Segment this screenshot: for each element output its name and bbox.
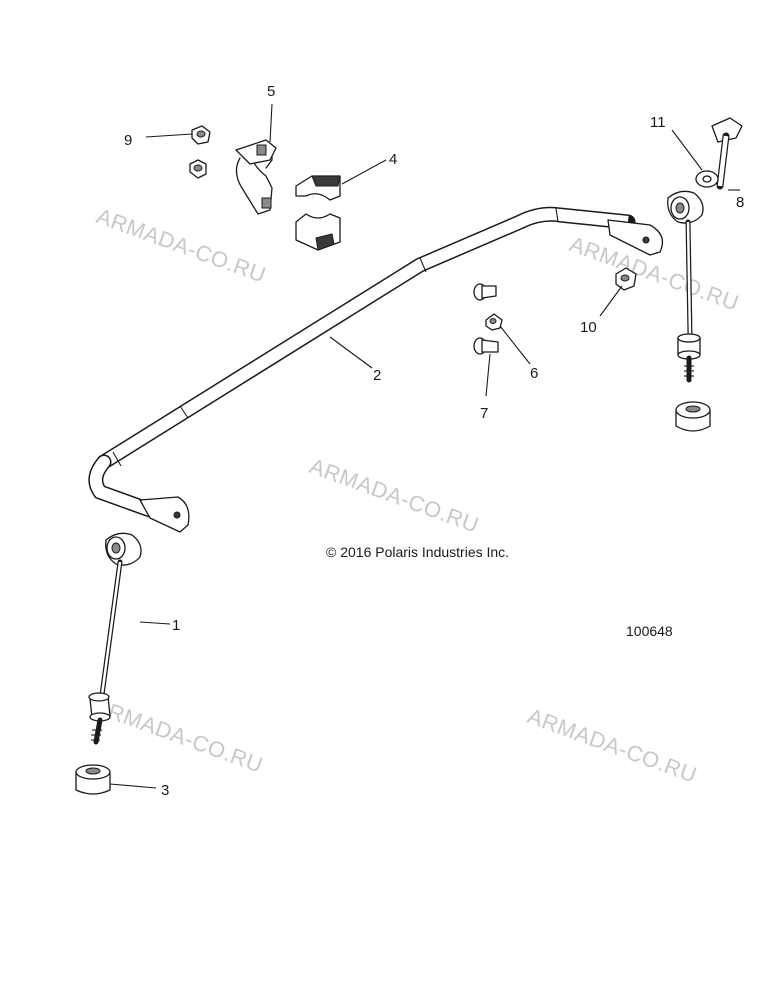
stabilizer-link-left bbox=[88, 532, 142, 745]
watermark: ARMADA-CO.RU bbox=[90, 693, 266, 777]
callout-11: 11 bbox=[650, 114, 666, 131]
figure-number: 100648 bbox=[626, 623, 673, 639]
stabilizer-bar bbox=[88, 206, 664, 533]
watermarks: ARMADA-CO.RU ARMADA-CO.RU ARMADA-CO.RU A… bbox=[90, 203, 742, 787]
callout-8: 8 bbox=[736, 194, 744, 211]
callout-1: 1 bbox=[172, 617, 180, 634]
callout-4: 4 bbox=[389, 151, 397, 168]
nut-9 bbox=[189, 125, 211, 179]
bar-bushing bbox=[295, 175, 341, 251]
watermark: ARMADA-CO.RU bbox=[93, 203, 269, 287]
callout-3: 3 bbox=[161, 782, 169, 799]
nut-6 bbox=[485, 313, 503, 331]
watermark: ARMADA-CO.RU bbox=[306, 453, 482, 537]
bushing-nut-right bbox=[675, 401, 711, 432]
leader-lines bbox=[109, 103, 740, 789]
copyright-notice: © 2016 Polaris Industries Inc. bbox=[326, 544, 509, 560]
clamp-bracket bbox=[235, 139, 277, 215]
callout-9: 9 bbox=[124, 132, 132, 149]
callouts: 1 2 3 4 5 6 7 8 9 10 11 bbox=[124, 83, 744, 799]
callout-10: 10 bbox=[580, 319, 597, 336]
nut-10 bbox=[615, 267, 637, 291]
bolt-8 bbox=[711, 117, 743, 190]
washer-11 bbox=[695, 170, 719, 188]
callout-5: 5 bbox=[267, 83, 275, 100]
bushing-nut-left bbox=[75, 764, 111, 795]
callout-6: 6 bbox=[530, 365, 538, 382]
bolt-7 bbox=[473, 283, 499, 355]
callout-7: 7 bbox=[480, 405, 488, 422]
stabilizer-link-right bbox=[667, 190, 704, 383]
watermark: ARMADA-CO.RU bbox=[524, 703, 700, 787]
callout-2: 2 bbox=[373, 367, 381, 384]
